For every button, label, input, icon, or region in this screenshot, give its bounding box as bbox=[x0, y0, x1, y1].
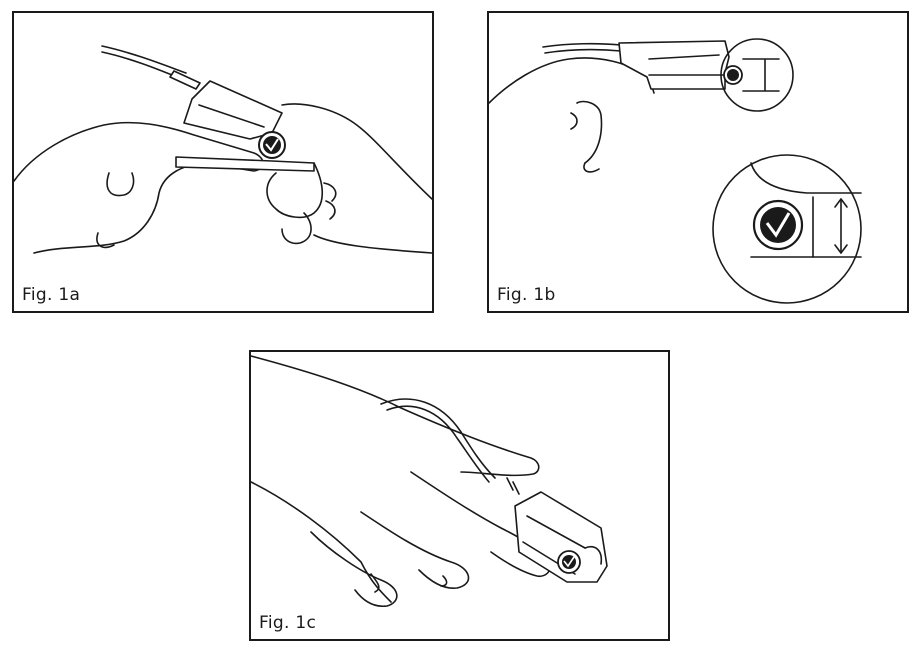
sensor-logo-icon bbox=[723, 65, 743, 85]
measurement-arrow-icon bbox=[834, 198, 848, 254]
figure-1c-illustration bbox=[251, 355, 608, 608]
patient-fingertip bbox=[583, 162, 600, 173]
figure-1b-panel: Fig. 1b bbox=[487, 11, 909, 313]
patient-fingernail-ring bbox=[440, 575, 448, 587]
patient-hand bbox=[14, 121, 264, 254]
patient-finger-little bbox=[310, 531, 398, 608]
sensor-cable bbox=[542, 42, 622, 48]
sensor-clip bbox=[618, 40, 730, 90]
figure-label: Fig. 1b bbox=[497, 285, 556, 305]
sensor-clip-detail bbox=[648, 54, 724, 76]
figure-label: Fig. 1c bbox=[259, 613, 317, 633]
clinician-thumb bbox=[266, 162, 324, 219]
figure-1a-illustration bbox=[14, 45, 432, 254]
sensor-clip-top bbox=[183, 80, 283, 140]
clinician-hand bbox=[281, 103, 432, 200]
sensor-clip bbox=[514, 491, 608, 583]
patient-hand-lower bbox=[251, 481, 392, 603]
patient-finger bbox=[576, 100, 603, 164]
figure-1a-panel: Fig. 1a bbox=[12, 11, 434, 313]
sensor-clip-detail bbox=[198, 104, 265, 128]
clinician-finger bbox=[281, 212, 312, 245]
patient-hand-top bbox=[251, 355, 540, 477]
patient-fingernail-little bbox=[370, 573, 380, 593]
patient-knuckle bbox=[570, 112, 578, 130]
sensor-logo-icon bbox=[557, 550, 581, 574]
patient-knuckle bbox=[96, 232, 115, 249]
patient-finger bbox=[106, 172, 135, 197]
sensor-clip-bottom bbox=[175, 156, 315, 172]
patient-finger-ring bbox=[360, 511, 470, 589]
clinician-fingertips bbox=[323, 182, 337, 220]
sensor-cable-edge bbox=[544, 48, 622, 54]
detail-callout-lines bbox=[742, 58, 780, 92]
sensor-clip-front bbox=[584, 546, 603, 565]
figure-label: Fig. 1a bbox=[22, 285, 81, 305]
sensor-logo-icon bbox=[258, 131, 286, 159]
figure-1b-illustration bbox=[489, 38, 862, 304]
cable-grip-marks bbox=[506, 477, 520, 495]
sensor-cable-edge bbox=[101, 51, 183, 80]
sensor-logo-icon bbox=[752, 199, 804, 251]
sensor-cable bbox=[101, 45, 187, 74]
detail-callout-large bbox=[712, 154, 862, 304]
detail-finger-top bbox=[750, 162, 862, 194]
cable-connector bbox=[169, 70, 201, 90]
clinician-wrist bbox=[313, 234, 432, 254]
sensor-cable-edge bbox=[386, 405, 490, 483]
figure-1c-panel: Fig. 1c bbox=[249, 350, 670, 641]
sensor-cable bbox=[380, 398, 496, 479]
detail-callout-small bbox=[720, 38, 794, 112]
